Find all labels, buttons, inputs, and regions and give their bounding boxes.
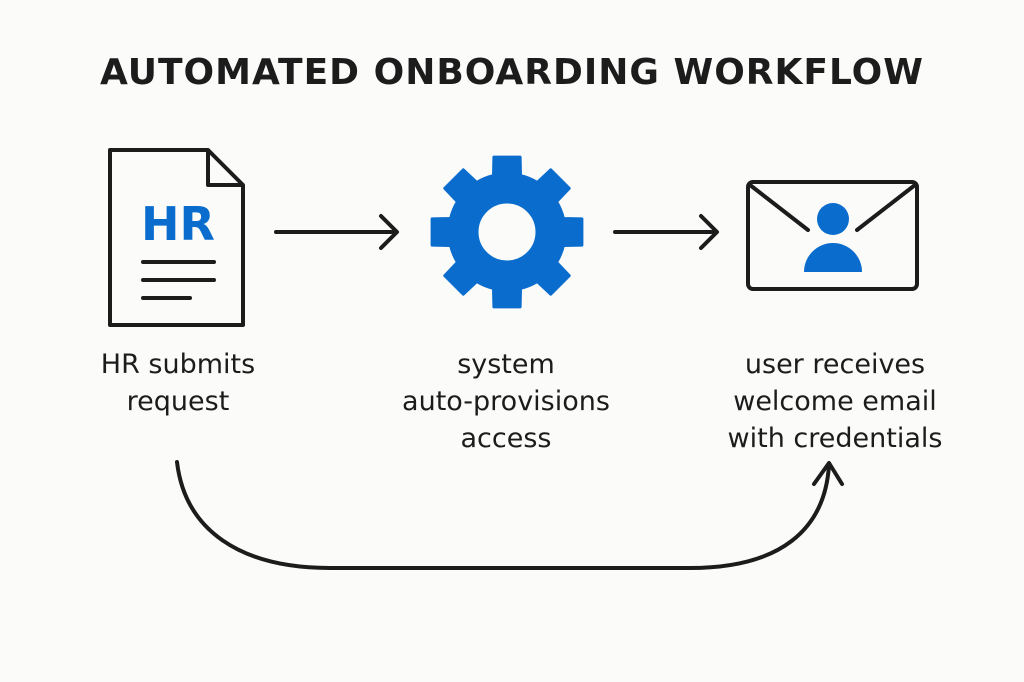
step-1-label-line: HR submits bbox=[100, 349, 256, 380]
step-2-label-line: system bbox=[457, 349, 555, 380]
curved-arrow-step1-to-step3 bbox=[175, 460, 844, 570]
step-1-label: HR submits request bbox=[58, 346, 298, 420]
step-3-label-line: welcome email bbox=[733, 386, 937, 417]
step-2-label-line: access bbox=[460, 423, 552, 454]
hr-icon-text: HR bbox=[141, 197, 215, 251]
gear-icon bbox=[430, 155, 584, 309]
arrow-step2-to-step3 bbox=[613, 214, 719, 250]
diagram-title: AUTOMATED ONBOARDING WORKFLOW bbox=[100, 52, 924, 93]
step-1-label-line: request bbox=[126, 386, 230, 417]
user-head-icon bbox=[817, 203, 849, 235]
step-2-label-line: auto-provisions bbox=[402, 386, 610, 417]
step-2-label: system auto-provisions access bbox=[376, 346, 636, 457]
envelope-user-icon bbox=[746, 180, 919, 291]
gear-shape bbox=[430, 155, 584, 309]
arrow-step1-to-step2 bbox=[274, 214, 399, 250]
step-3-label: user receives welcome email with credent… bbox=[695, 346, 975, 457]
step-3-label-line: with credentials bbox=[727, 423, 943, 454]
hr-document-icon: HR bbox=[108, 148, 245, 327]
user-body-icon bbox=[804, 243, 862, 272]
step-3-label-line: user receives bbox=[744, 349, 926, 380]
